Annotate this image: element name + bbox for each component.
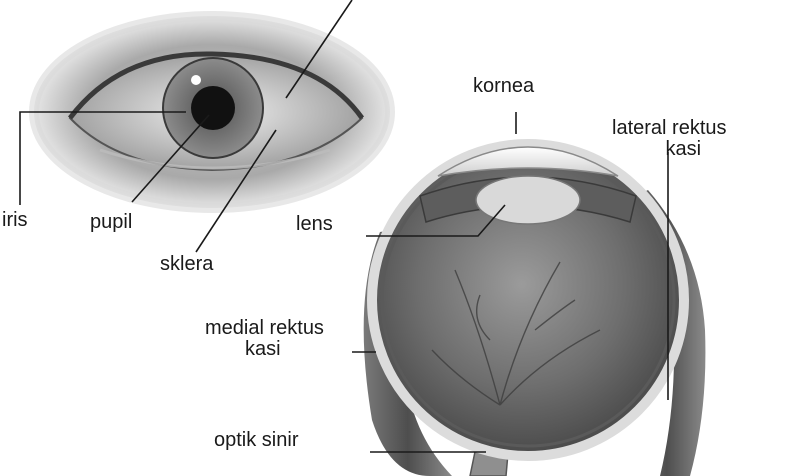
label-pupil: pupil	[90, 212, 132, 233]
label-lateral-rektus-line1: lateral rektus	[612, 118, 727, 139]
label-medial-rektus-line2: kasi	[205, 339, 324, 360]
label-kornea: kornea	[473, 76, 534, 97]
label-medial-rektus-line1: medial rektus	[205, 318, 324, 339]
label-iris: iris	[2, 210, 28, 231]
eye-highlight	[191, 75, 201, 85]
lens-shape	[476, 176, 580, 224]
pupil-shape	[191, 86, 235, 130]
eyeball-cross-section	[364, 144, 706, 476]
label-optik-sinir: optik sinir	[214, 430, 298, 451]
label-lens: lens	[296, 214, 333, 235]
label-lateral-rektus-line2: kasi	[612, 139, 727, 160]
label-lateral-rektus-kasi: lateral rektus kasi	[612, 118, 727, 160]
label-sklera: sklera	[160, 254, 213, 275]
label-medial-rektus-kasi: medial rektus kasi	[205, 318, 324, 360]
